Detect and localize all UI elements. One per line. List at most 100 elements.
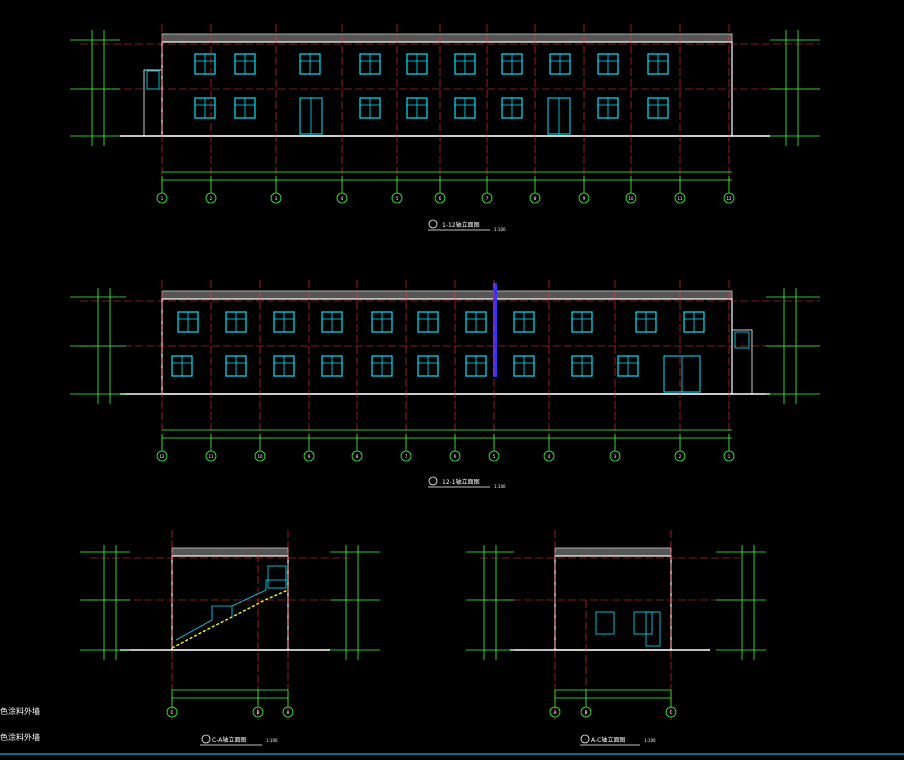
front-window-lower [359,97,381,119]
front-axis-label: 5 [396,196,399,201]
side-left-view-title: C-A轴立面图 [212,736,246,744]
front-window-upper [359,53,381,75]
side-right-axis-label: B [585,710,588,715]
front-axis-3: 3 [270,176,282,204]
front-axis-label: 1 [161,196,164,201]
rear-window-upper [321,311,343,333]
rear-window-upper [371,311,393,333]
side-left-outline [171,555,289,651]
rear-windows-lower [171,355,639,377]
rear-level-marker-left [70,288,126,404]
front-axis-label: 10 [628,196,634,201]
side-left-axis-A: A [282,690,294,718]
front-windows-lower [194,97,669,119]
side-right-window [595,611,615,635]
front-axis-label: 8 [534,196,537,201]
rear-axis-9: 9 [303,434,315,462]
front-axis-label: 3 [275,196,278,201]
rear-axis-4: 4 [543,434,555,462]
side-left-axis-B: B [252,690,264,718]
front-window-upper [299,53,321,75]
rear-axis-2: 2 [674,434,686,462]
side-right-window-2 [633,611,653,635]
front-axis-6: 6 [434,176,446,204]
front-window-lower [597,97,619,119]
front-roof-parapet [161,33,733,43]
rear-axis-11: 11 [205,434,217,462]
rear-window-upper [571,311,593,333]
front-window-upper [406,53,428,75]
material-note-1: 色涂料外墙 [0,707,40,716]
front-axis-label: 7 [486,196,489,201]
side-left-view-scale: 1:100 [266,738,278,743]
front-window-lower [406,97,428,119]
front-window-upper [234,53,256,75]
rear-axis-label: 5 [493,454,496,459]
rear-axis-8: 8 [351,434,363,462]
rear-axis-label: 8 [356,454,359,459]
side-left-roof [171,547,289,557]
rear-axis-6: 6 [449,434,461,462]
front-level-marker-right [770,30,820,146]
front-stair-window [146,70,160,90]
rear-window-upper [683,311,705,333]
front-axis-label: 9 [583,196,586,201]
rear-view-scale: 1:100 [494,484,506,489]
rear-axis-7: 7 [400,434,412,462]
front-axis-4: 4 [336,176,348,204]
rear-axis-5: 5 [488,434,500,462]
rear-level-marker-right [766,288,820,404]
rear-axis-1: 1 [723,434,735,462]
side-left-window [267,565,287,589]
front-axis-8: 8 [529,176,541,204]
rear-window-upper [177,311,199,333]
rear-axis-label: 4 [548,454,551,459]
rear-window-upper [417,311,439,333]
rear-window-upper [225,311,247,333]
front-axis-11: 11 [674,176,686,204]
material-note-2: 色涂料外墙 [0,733,40,742]
side-right-axis-label: A [554,710,557,715]
side-right-roof [554,547,672,557]
rear-axis-label: 10 [257,454,263,459]
front-axis-label: 2 [210,196,213,201]
rear-axis-3: 3 [609,434,621,462]
rear-stair-block [731,329,753,395]
side-left-axis-label: B [257,710,260,715]
rear-window-lower [321,355,343,377]
rear-stair-window [734,331,750,349]
front-window-upper [501,53,523,75]
side-right-axis-C: C [665,690,677,718]
rear-axis-label: 1 [728,454,731,459]
rear-window-upper [513,311,535,333]
front-axis-label: 11 [677,196,683,201]
side-right-axis-A: A [549,690,561,718]
rear-window-upper [465,311,487,333]
side-right-view-scale: 1:100 [644,738,656,743]
front-window-lower [194,97,216,119]
rear-window-lower [571,355,593,377]
front-window-upper [597,53,619,75]
front-axis-1: 1 [156,176,168,204]
rear-window-upper [635,311,657,333]
rear-window-lower [417,355,439,377]
front-axis-12: 12 [723,176,735,204]
rear-downpipe [493,283,497,377]
rear-axis-10: 10 [254,434,266,462]
rear-axis-label: 7 [405,454,408,459]
rear-windows-upper [177,311,705,333]
front-axis-lines [161,24,730,190]
front-window-upper [454,53,476,75]
front-windows-upper [194,53,669,75]
side-right-door [645,611,661,647]
side-right-outline [554,555,672,651]
front-axis-label: 6 [439,196,442,201]
rear-building-outline [161,298,733,395]
side-right-axis-B: B [580,690,592,718]
